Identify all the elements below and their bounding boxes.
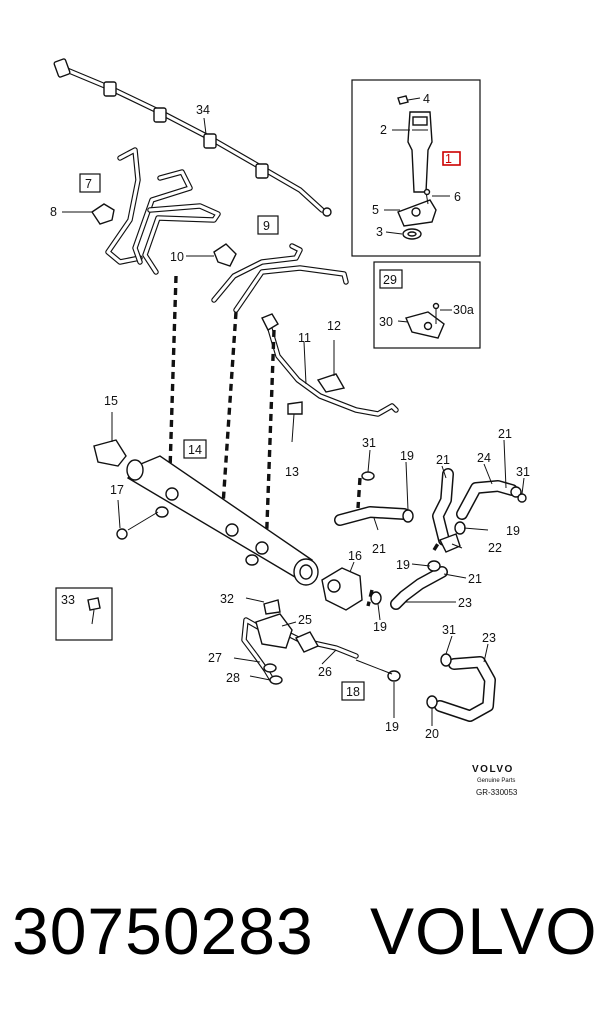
callout-11: 11 xyxy=(298,331,311,345)
callout-21a: 21 xyxy=(372,542,386,556)
callout-13: 13 xyxy=(285,465,299,479)
callout-12: 12 xyxy=(327,319,341,333)
callout-31a: 31 xyxy=(362,436,376,450)
callout-17: 17 xyxy=(110,483,124,497)
callout-6: 6 xyxy=(454,190,461,204)
callout-24: 24 xyxy=(477,451,491,465)
callout-15: 15 xyxy=(104,394,118,408)
callout-19b: 19 xyxy=(506,524,520,538)
callout-22: 22 xyxy=(488,541,502,555)
callout-25: 25 xyxy=(298,613,312,627)
callout-33: 33 xyxy=(61,593,75,607)
diagram-footer: VOLVO Genuine Parts GR-330053 xyxy=(472,764,518,797)
pressure-valve-16 xyxy=(321,561,363,611)
footer-brand: VOLVO xyxy=(472,764,514,775)
callout-4: 4 xyxy=(423,92,430,106)
callout-14: 14 xyxy=(188,443,202,457)
callout-19c: 19 xyxy=(396,558,410,572)
return-line-34 xyxy=(53,58,332,217)
callout-21d: 21 xyxy=(468,572,482,586)
callout-30: 30 xyxy=(379,315,393,329)
callout-20: 20 xyxy=(425,727,439,741)
callout-26: 26 xyxy=(318,665,332,679)
callout-16: 16 xyxy=(348,549,362,563)
brand-name: VOLVO xyxy=(370,894,598,968)
hoses-right xyxy=(334,439,527,726)
callout-9: 9 xyxy=(263,219,270,233)
callout-18: 18 xyxy=(346,685,360,699)
callout-labels: 1 2 3 4 5 6 7 8 9 10 11 12 13 14 15 16 1… xyxy=(50,92,530,741)
callout-19e: 19 xyxy=(385,720,399,734)
injector-group-box xyxy=(351,79,481,257)
callout-28: 28 xyxy=(226,671,240,685)
bracket-group-box xyxy=(373,261,481,349)
bolt-box-33 xyxy=(55,587,113,641)
parts-diagram: 1 2 3 4 5 6 7 8 9 10 11 12 13 14 15 16 1… xyxy=(50,58,530,797)
common-rail-14 xyxy=(93,412,319,586)
highlight-marker-1 xyxy=(442,151,461,166)
callout-21b: 21 xyxy=(436,453,450,467)
callout-19a: 19 xyxy=(400,449,414,463)
callout-2: 2 xyxy=(380,123,387,137)
callout-21c: 21 xyxy=(498,427,512,441)
callout-1: 1 xyxy=(445,152,452,166)
callout-23a: 23 xyxy=(458,596,472,610)
footer-subtitle: Genuine Parts xyxy=(477,778,515,784)
part-number: 30750283 xyxy=(12,894,314,968)
injector-pipes-9 xyxy=(186,215,349,313)
callout-5: 5 xyxy=(372,203,379,217)
callout-29: 29 xyxy=(383,273,397,287)
callout-34: 34 xyxy=(196,103,210,117)
pipe-11 xyxy=(261,313,399,443)
callout-10: 10 xyxy=(170,250,184,264)
callout-27: 27 xyxy=(208,651,222,665)
callout-32: 32 xyxy=(220,592,234,606)
callout-8: 8 xyxy=(50,205,57,219)
callout-7: 7 xyxy=(85,177,92,191)
callout-31b: 31 xyxy=(516,465,530,479)
callout-31c: 31 xyxy=(442,623,456,637)
callout-19d: 19 xyxy=(373,620,387,634)
footer-code: GR-330053 xyxy=(476,788,518,797)
injector-pipes-7 xyxy=(62,147,221,275)
filter-lines-bottom xyxy=(233,597,393,701)
callout-23b: 23 xyxy=(482,631,496,645)
callout-30a: 30a xyxy=(453,303,474,317)
callout-3: 3 xyxy=(376,225,383,239)
